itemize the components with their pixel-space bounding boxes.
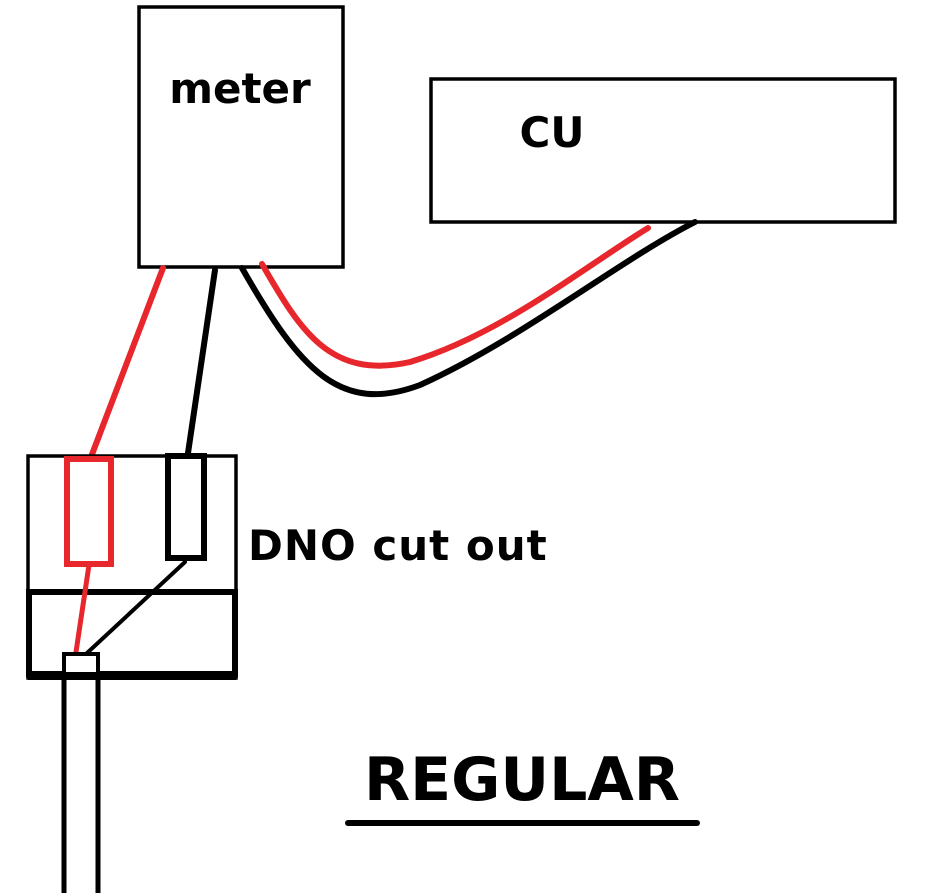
cutout-to-meter-live-wire: [88, 265, 166, 460]
meter-to-cu-neutral-wire: [239, 219, 698, 397]
dno-cutout: [26, 453, 238, 680]
consumer-unit-box: CU: [429, 77, 897, 224]
cutout-internal-live-wire: [73, 562, 92, 655]
meter-box: meter: [137, 5, 345, 269]
diagram-title: REGULAR: [364, 745, 680, 815]
cutout-label: DNO cut out: [248, 521, 548, 570]
cutout-fuse-live: [64, 456, 114, 567]
meter-label: meter: [169, 64, 311, 113]
cu-label: CU: [520, 108, 585, 157]
cutout-to-meter-neutral-wire: [185, 267, 218, 456]
cutout-internal-neutral-wire: [84, 560, 187, 656]
service-cable-terminal: [62, 652, 100, 676]
meter-to-cu-live-wire: [259, 225, 651, 369]
cutout-link-neutral: [165, 453, 207, 561]
service-cable: [61, 674, 101, 893]
